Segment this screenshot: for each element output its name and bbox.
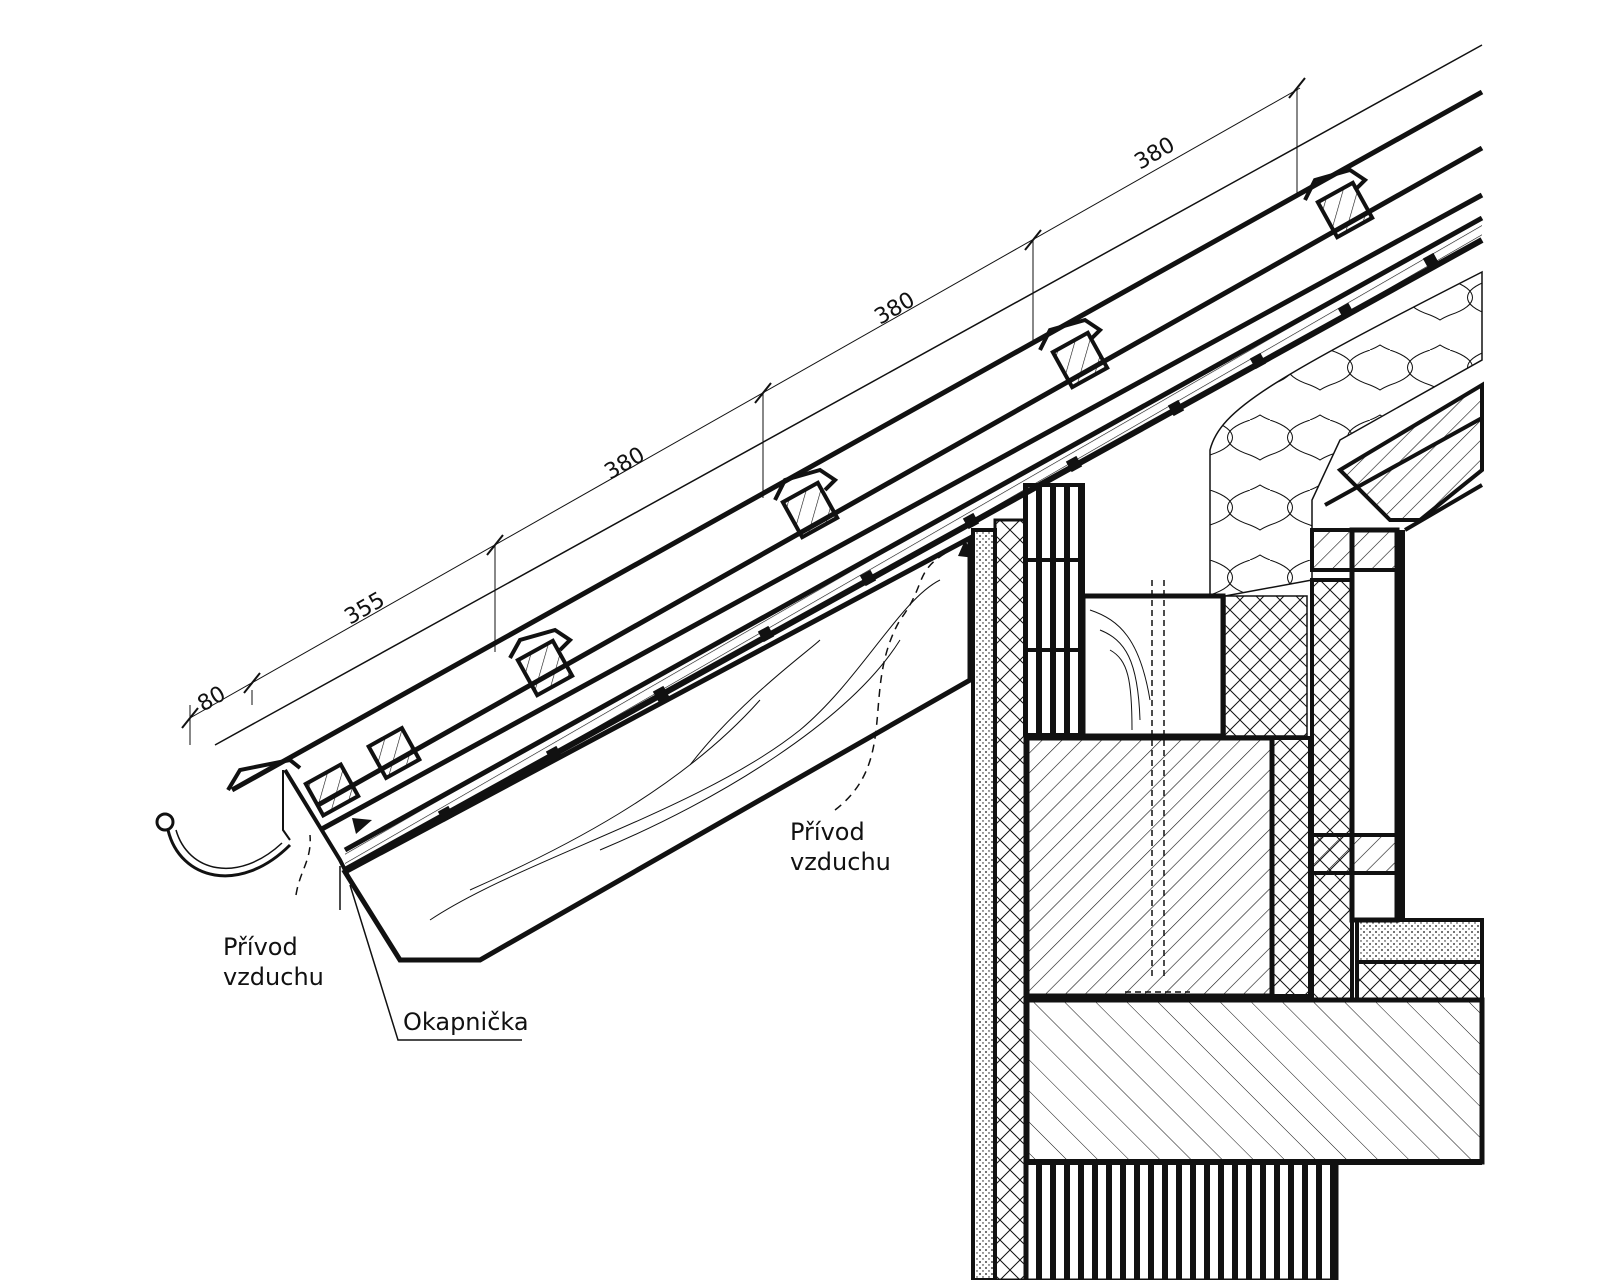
dim-380-third: 380 — [1131, 133, 1180, 176]
cavity-insulation — [1224, 595, 1308, 737]
ceiling-joist-block-bottom — [1310, 833, 1399, 875]
dimension-line — [181, 77, 1306, 745]
top-plate-grain — [1089, 609, 1151, 731]
gutter — [155, 770, 292, 878]
dim-355: 355 — [341, 588, 390, 631]
drip-edge-leader — [349, 884, 522, 1041]
roof-tiles-outline — [214, 44, 1483, 746]
label-air-intake-right-line1: Přívod — [790, 818, 865, 846]
ring-beam — [1024, 735, 1275, 999]
membrane-bottom — [343, 215, 1484, 853]
label-air-intake-right-line2: vzduchu — [790, 848, 891, 876]
label-air-intake-left-line1: Přívod — [223, 933, 298, 961]
air-path-right — [834, 544, 961, 811]
interior-lining — [1397, 530, 1405, 920]
dim-80: 80 — [194, 682, 231, 718]
interior-stud — [1310, 578, 1354, 1002]
air-path-left — [295, 834, 311, 896]
roof-tiles-top — [230, 89, 1484, 793]
rafter — [341, 533, 973, 963]
gutter-hanger — [282, 770, 291, 841]
membrane-top — [318, 192, 1484, 833]
label-air-intake-left-line2: vzduchu — [223, 963, 324, 991]
roof-tiles-lower — [316, 145, 1484, 808]
ceiling-slab — [1024, 997, 1485, 1165]
ceiling-joist-block-top — [1310, 528, 1399, 572]
rafter-grain — [429, 579, 941, 921]
gutter-body — [166, 829, 292, 878]
inner-board — [1270, 736, 1312, 998]
inner-ceiling-line — [1403, 483, 1484, 532]
inner-rafter-line — [1324, 416, 1483, 507]
label-drip-edge: Okapnička — [403, 1008, 529, 1036]
wall-below-slab — [1025, 1160, 1339, 1280]
dim-380-first: 380 — [601, 443, 650, 486]
wall-battens — [1023, 483, 1085, 737]
gutter-bead — [155, 812, 175, 832]
boarding-bottom — [343, 237, 1484, 873]
inner-rafter — [1336, 381, 1484, 522]
airflow-arrows — [352, 540, 975, 834]
fascia-board — [283, 768, 352, 881]
floor-screed — [1355, 918, 1484, 964]
render-layer — [971, 528, 997, 1280]
airflow-arrow-right — [958, 540, 975, 558]
top-plate — [1080, 593, 1226, 739]
tile-battens — [303, 180, 1375, 819]
roof-boarding-hatch — [345, 220, 1482, 868]
counter-battens — [437, 252, 1440, 823]
floor-insulation — [1355, 960, 1484, 1002]
roof-layers — [214, 44, 1484, 873]
attic-insulation — [1209, 270, 1483, 597]
fibreboard-layer — [993, 518, 1027, 1280]
dim-380-second: 380 — [871, 288, 920, 331]
airflow-arrow-eave — [352, 818, 372, 834]
tile-nibs — [226, 167, 1369, 792]
